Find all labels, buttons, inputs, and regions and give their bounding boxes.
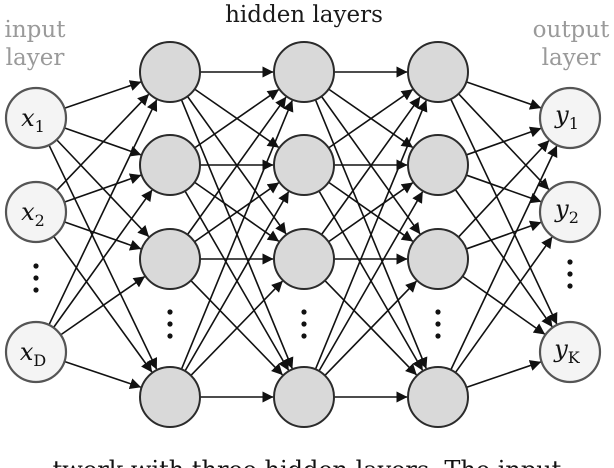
edge-h2-2-h3-0: [320, 96, 421, 236]
edge-h2-3-h3-0: [314, 100, 428, 370]
hidden-l1-ellipsis-dot: [167, 309, 173, 315]
input-node-label: x2: [21, 198, 45, 230]
hidden-node-l3-0: [407, 41, 469, 103]
output-ellipsis-dot: [567, 259, 573, 265]
input-node-circle: [4, 86, 68, 150]
hidden-l3-ellipsis-dot: [435, 321, 441, 327]
input-ellipsis-dot: [33, 287, 39, 293]
edge-input-2-h1-2: [60, 276, 145, 336]
output-node-label: yK: [553, 335, 581, 367]
output-node-circle: [538, 320, 602, 384]
input-layer-label-line1: input: [5, 17, 67, 43]
edge-input-1-h1-1: [64, 173, 142, 203]
hidden-node-l1-3: [139, 366, 201, 428]
hidden-node-l2-0: [273, 41, 335, 103]
input-layer-label-line2: layer: [6, 45, 65, 71]
input-node-label: x1: [21, 104, 45, 136]
edge-h2-3-h3-1: [318, 191, 424, 372]
output-node-label: y2: [554, 195, 579, 227]
ellipsis-dots: [33, 259, 573, 339]
edge-input-0-h1-0: [64, 80, 142, 110]
output-layer-label-line2: layer: [542, 45, 601, 71]
hidden-l2-ellipsis-dot: [301, 333, 307, 339]
hidden-node-l3-3: [407, 366, 469, 428]
input-ellipsis-dot: [33, 263, 39, 269]
edge-input-0-h1-3: [48, 144, 158, 370]
edge-h3-3-output-1: [454, 236, 553, 374]
edge-h3-0-output-2: [450, 98, 558, 325]
edge-h2-2-h3-1: [328, 182, 414, 243]
hidden-l1-ellipsis-dot: [167, 321, 173, 327]
output-node-2: yK: [538, 320, 602, 384]
output-node-circle: [538, 86, 602, 150]
output-layer-label-line1: output: [533, 17, 610, 43]
input-node-0: x1: [4, 86, 68, 150]
edge-h3-2-output-0: [457, 140, 550, 238]
input-ellipsis-dot: [33, 275, 39, 281]
hidden-l3-ellipsis-dot: [435, 333, 441, 339]
hidden-l3-ellipsis-dot: [435, 309, 441, 315]
edge-h2-3-h3-2: [324, 280, 417, 377]
output-node-label: y1: [554, 101, 579, 133]
hidden-l1-ellipsis-dot: [167, 333, 173, 339]
hidden-node-l2-3: [273, 366, 335, 428]
edge-h3-3-output-0: [450, 145, 558, 371]
edge-h2-1-h3-0: [328, 89, 413, 149]
edge-input-1-h1-3: [52, 235, 153, 373]
edge-h1-2-h2-0: [186, 96, 287, 236]
edge-input-1-h1-2: [64, 221, 142, 251]
hidden-node-l1-2: [139, 228, 201, 290]
hidden-node-l1-1: [139, 134, 201, 196]
connections: [48, 66, 558, 403]
edge-h3-1-output-0: [465, 126, 542, 156]
output-node-circle: [538, 180, 602, 244]
hidden-node-l1-0: [139, 41, 201, 103]
hidden-layers-label: hidden layers: [225, 2, 383, 28]
edge-h1-3-h2-0: [180, 100, 294, 370]
hidden-l2-ellipsis-dot: [301, 321, 307, 327]
input-node-1: x2: [4, 180, 68, 244]
input-node-2: xD: [4, 320, 68, 384]
edge-input-1-h1-0: [56, 93, 150, 191]
edge-h1-2-h2-1: [194, 182, 280, 243]
edge-h3-2-output-1: [465, 220, 542, 250]
hidden-node-l2-2: [273, 228, 335, 290]
input-node-circle: [4, 180, 68, 244]
hidden-node-l3-2: [407, 228, 469, 290]
edge-h3-3-output-2: [466, 360, 542, 389]
edge-h1-3-h2-1: [184, 191, 290, 372]
output-node-0: y1: [538, 86, 602, 150]
nodes: x1 x2 xD y1 y2 yK: [4, 41, 602, 428]
hidden-node-l2-1: [273, 134, 335, 196]
edge-input-2-h1-1: [52, 189, 153, 329]
edge-h1-1-h2-0: [194, 89, 279, 149]
output-node-1: y2: [538, 180, 602, 244]
edge-h1-3-h2-2: [190, 280, 283, 377]
output-ellipsis-dot: [567, 283, 573, 289]
caption-fragment: ...twork with three hidden layers. The i…: [30, 456, 584, 468]
input-node-circle: [4, 320, 68, 384]
edge-input-0-h1-1: [64, 127, 142, 157]
edge-input-2-h1-0: [48, 99, 158, 326]
edge-input-2-h1-3: [64, 360, 142, 390]
edge-h3-0-output-0: [466, 81, 542, 110]
hidden-node-l3-1: [407, 134, 469, 196]
output-ellipsis-dot: [567, 271, 573, 277]
input-node-label: xD: [20, 338, 46, 370]
hidden-l2-ellipsis-dot: [301, 309, 307, 315]
